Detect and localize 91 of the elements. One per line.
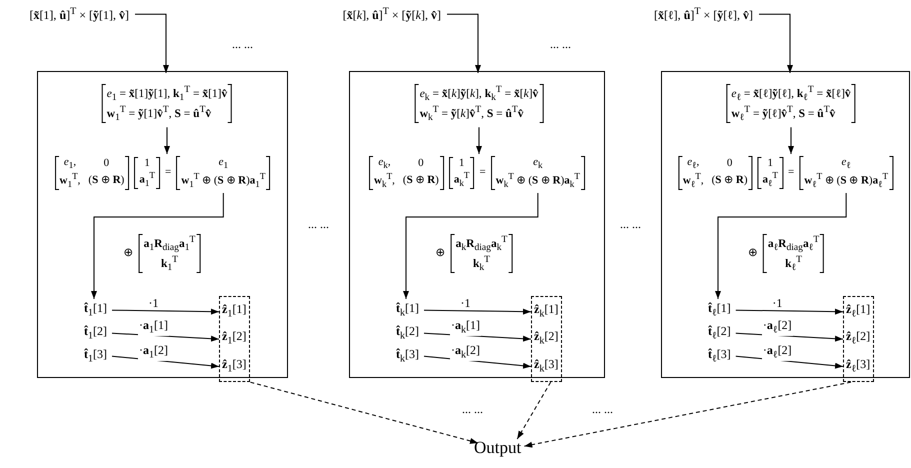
- vector-entry: t̂$_{k}$[1]: [396, 301, 419, 320]
- vector-entry: ẑ$_{1}$[1]: [222, 298, 246, 326]
- edge-label: ·a$_{k}$[2]: [450, 344, 481, 361]
- matrix-term: [436, 234, 512, 274]
- matrix-entry: e$_{ℓ}$: [842, 156, 851, 172]
- dashed-group-box: [531, 296, 562, 382]
- matrix-entry: ⊕: [748, 246, 758, 260]
- matrix-entry: w$_{k}$$^{T}$,: [374, 171, 395, 190]
- vector-entry: t̂$_{1}$[3]: [84, 347, 107, 366]
- arrow: [758, 14, 793, 74]
- vector-entry: ẑ$_{ℓ}$[1]: [846, 298, 870, 326]
- matrix-entry: 0: [726, 157, 732, 170]
- matrix: [414, 84, 544, 124]
- formula-text: [x̃[1], û]$^{T}$ × [ỹ[1], v̂]: [29, 6, 129, 22]
- vector-entry: ẑ$_{ℓ}$[2]: [846, 325, 870, 353]
- matrix-term: [124, 234, 200, 274]
- ellipsis-text: ... ...: [308, 217, 329, 232]
- arrow: [112, 308, 220, 315]
- matrix-equation: [369, 156, 585, 190]
- dashed-group-box: [219, 296, 250, 382]
- matrix-entry: ⊕: [436, 246, 446, 260]
- arrow: [476, 126, 482, 154]
- matrix-entry: 1: [458, 157, 464, 170]
- matrix-entry: =: [788, 166, 794, 180]
- matrix-entry: ⊕: [124, 246, 134, 260]
- vector-entry: ẑ$_{1}$[2]: [222, 325, 246, 353]
- matrix-entry: 1: [144, 157, 150, 170]
- matrix-entry: e$_{k}$: [533, 156, 543, 172]
- matrix-row: w$_{k}$$^{T}$ = ỹ[k]v̂$^{T}$, S = û$^{T}$v̂: [420, 104, 524, 124]
- arrow: [788, 126, 794, 154]
- edge-label: ·a$_{1}$[1]: [138, 319, 169, 336]
- edge-label: ·a$_{k}$[1]: [450, 319, 481, 336]
- matrix: [726, 84, 856, 124]
- vector-entry: t̂$_{ℓ}$[3]: [708, 347, 731, 366]
- arrow: [524, 382, 852, 448]
- output-text: Output: [474, 438, 522, 458]
- arrow: [403, 192, 538, 300]
- vector-entry: t̂$_{ℓ}$[2]: [708, 324, 731, 342]
- vector-entry: t̂$_{k}$[2]: [396, 324, 419, 342]
- matrix: [102, 84, 232, 124]
- matrix-entry: (S ⊕ R): [712, 174, 748, 188]
- matrix-entry: e$_{1}$: [218, 156, 228, 172]
- ellipsis-text: ... ...: [232, 37, 253, 52]
- matrix-entry: e$_{k}$,: [378, 156, 391, 172]
- ellipsis-text: ... ...: [592, 402, 613, 417]
- matrix-term: [748, 234, 824, 274]
- matrix-entry: w$_{1}$$^{T}$,: [60, 171, 80, 190]
- matrix-entry: (S ⊕ R): [402, 174, 439, 188]
- arrow: [164, 126, 170, 154]
- edge-label: ·a$_{ℓ}$[2]: [762, 344, 793, 361]
- matrix-entry: =: [480, 166, 486, 180]
- matrix-entry: 0: [418, 157, 424, 170]
- arrow: [715, 192, 847, 300]
- matrix-row: w$_{ℓ}$$^{T}$ = ỹ[ℓ]v̂$^{T}$, S = û$^{T}$v̂: [731, 104, 836, 124]
- edge-label: ·a$_{1}$[2]: [138, 344, 169, 361]
- matrix-row: e$_{ℓ}$ = x̃[ℓ]ỹ[ℓ], k$_{ℓ}$$^{T}$ = x̃[ℓ]v̂: [731, 84, 851, 104]
- edge-label: ·a$_{ℓ}$[2]: [762, 319, 793, 336]
- matrix-equation: [54, 156, 270, 190]
- vector-entry: ẑ$_{1}$[3]: [222, 352, 246, 380]
- ellipsis-text: ... ...: [550, 37, 571, 52]
- vector-entry: t̂$_{1}$[1]: [84, 301, 107, 320]
- matrix-entry: =: [165, 166, 172, 180]
- arrow: [516, 382, 552, 440]
- dashed-group-box: [843, 296, 874, 382]
- matrix-equation: [678, 156, 894, 190]
- arrow: [446, 14, 481, 74]
- matrix-entry: e$_{1}$,: [64, 156, 76, 172]
- formula-text: [x̃[ℓ], û]$^{T}$ × [ỹ[ℓ], v̂]: [654, 6, 753, 22]
- matrix-entry: 0: [104, 157, 110, 170]
- matrix-entry: 1: [768, 157, 774, 170]
- arrow: [134, 14, 169, 74]
- vector-entry: ẑ$_{k}$[3]: [534, 352, 558, 380]
- vector-entry: ẑ$_{k}$[2]: [534, 325, 558, 353]
- vector-entry: t̂$_{ℓ}$[1]: [708, 301, 731, 320]
- ellipsis-text: ... ...: [462, 402, 483, 417]
- formula-text: [x̃[k], û]$^{T}$ × [ỹ[k], v̂]: [342, 6, 441, 22]
- arrow: [735, 308, 844, 315]
- matrix-entry: w$_{ℓ}$$^{T}$,: [682, 171, 704, 190]
- arrow: [250, 382, 478, 444]
- arrow: [424, 308, 532, 315]
- matrix-entry: (S ⊕ R): [88, 174, 124, 188]
- arrow: [91, 192, 224, 300]
- vector-entry: ẑ$_{ℓ}$[3]: [846, 352, 870, 380]
- vector-entry: t̂$_{1}$[2]: [84, 324, 107, 342]
- ellipsis-text: ... ...: [620, 217, 641, 232]
- vector-entry: ẑ$_{k}$[1]: [534, 298, 558, 326]
- matrix-row: e$_{1}$ = x̃[1]ỹ[1], k$_{1}$$^{T}$ = x̃[1]v̂: [106, 84, 228, 104]
- matrix-row: e$_{k}$ = x̃[k]ỹ[k], k$_{k}$$^{T}$ = x̃[k]v̂: [420, 84, 538, 104]
- matrix-row: w$_{1}$$^{T}$ = ỹ[1]v̂$^{T}$, S = û$^{T}$v̂: [106, 104, 212, 124]
- matrix-entry: e$_{ℓ}$,: [687, 156, 700, 172]
- vector-entry: t̂$_{k}$[3]: [396, 347, 419, 366]
